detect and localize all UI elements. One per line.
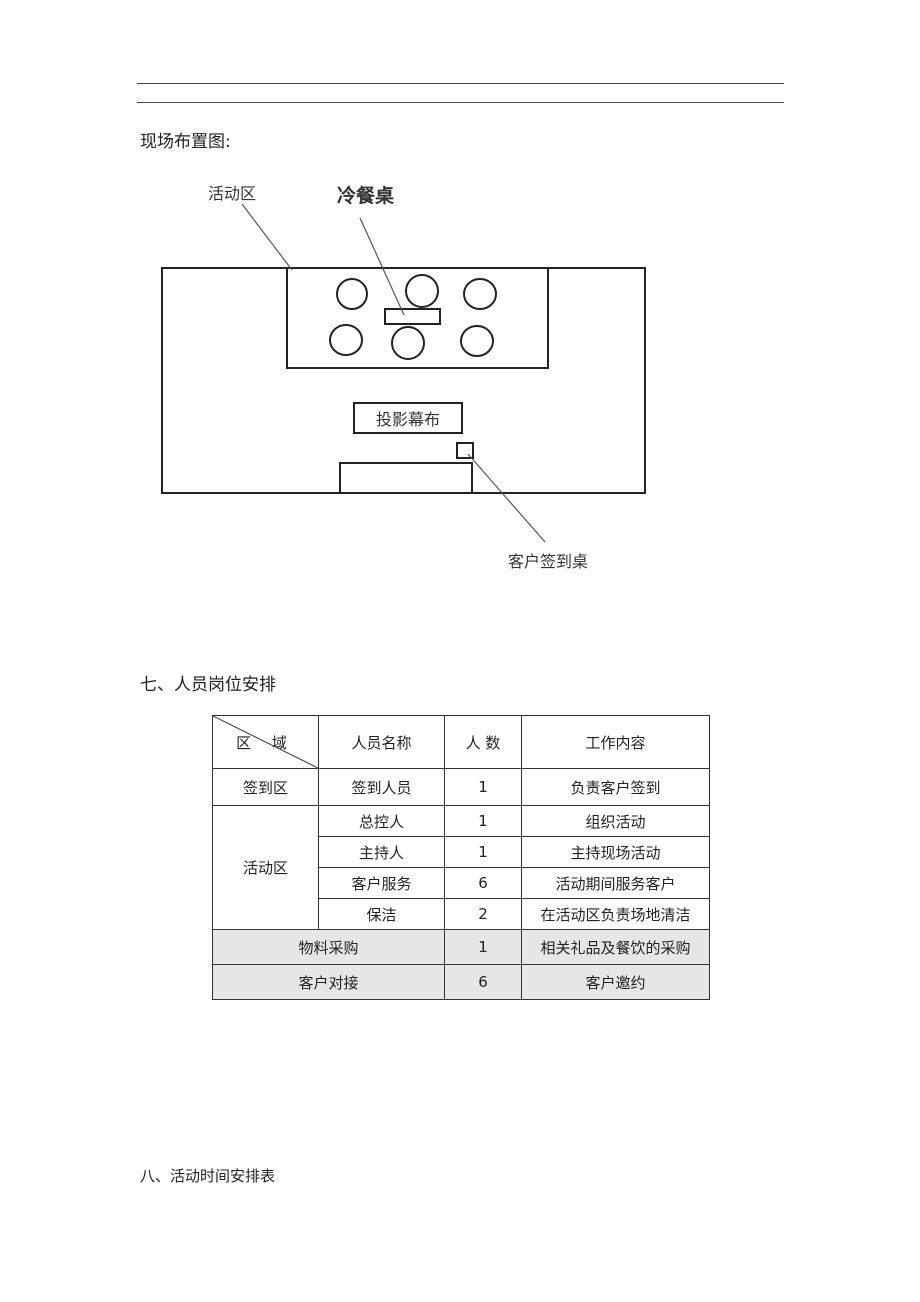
header-area-label: 区 域 xyxy=(236,733,295,752)
name-cell: 总控人 xyxy=(318,805,445,837)
work-cell: 在活动区负责场地清洁 xyxy=(521,898,710,930)
round-table xyxy=(405,274,439,308)
staff-heading: 七、人员岗位安排 xyxy=(140,675,276,695)
table-row: 物料采购 1 相关礼品及餐饮的采购 xyxy=(212,929,710,965)
count-cell: 6 xyxy=(444,867,522,899)
diagonal-line xyxy=(213,716,318,768)
work-cell: 主持现场活动 xyxy=(521,836,710,868)
table-row: 客户对接 6 客户邀约 xyxy=(212,964,710,1000)
area-cell: 签到区 xyxy=(212,768,319,806)
venue-outline xyxy=(161,267,646,494)
table-row: 客户服务 6 活动期间服务客户 xyxy=(213,867,710,899)
staff-table: 区 域 人员名称 人 数 工作内容 签到区 签到人员 1 负责客户签到 活动区 … xyxy=(212,715,710,1000)
round-table xyxy=(463,278,497,310)
count-cell: 1 xyxy=(444,768,522,806)
bottom-desk-box xyxy=(339,462,473,494)
count-cell: 6 xyxy=(444,964,522,1000)
work-cell: 组织活动 xyxy=(521,805,710,837)
count-cell: 1 xyxy=(444,805,522,837)
work-cell: 客户邀约 xyxy=(521,964,710,1000)
header-name: 人员名称 xyxy=(318,715,445,769)
table-row: 主持人 1 主持现场活动 xyxy=(213,836,710,868)
layout-heading: 现场布置图: xyxy=(140,132,231,152)
header-count: 人 数 xyxy=(444,715,522,769)
name-cell: 主持人 xyxy=(318,836,445,868)
round-table xyxy=(391,326,425,360)
leader-line-signin xyxy=(467,453,546,543)
screen-box xyxy=(353,402,463,434)
activity-area-box xyxy=(286,267,549,369)
cold-table-box xyxy=(384,308,441,325)
area-cell: 活动区 xyxy=(212,805,319,930)
count-cell: 2 xyxy=(444,898,522,930)
signin-desk-label: 客户签到桌 xyxy=(508,552,588,571)
round-table xyxy=(329,324,363,356)
work-cell: 相关礼品及餐饮的采购 xyxy=(521,929,710,965)
round-table xyxy=(336,278,368,310)
name-cell: 保洁 xyxy=(318,898,445,930)
table-row: 活动区 总控人 1 组织活动 xyxy=(212,805,710,930)
count-cell: 1 xyxy=(444,929,522,965)
leader-line-activity xyxy=(241,203,293,271)
header-work: 工作内容 xyxy=(521,715,710,769)
area-cell: 客户对接 xyxy=(212,964,445,1000)
cold-table-label: 冷餐桌 xyxy=(337,184,394,207)
venue-layout-diagram: 投影幕布 活动区 冷餐桌 客户签到桌 xyxy=(150,170,670,580)
table-row: 签到区 签到人员 1 负责客户签到 xyxy=(212,768,710,806)
name-cell: 客户服务 xyxy=(318,867,445,899)
work-cell: 负责客户签到 xyxy=(521,768,710,806)
count-cell: 1 xyxy=(444,836,522,868)
header-area-cell: 区 域 xyxy=(212,715,319,769)
schedule-heading: 八、活动时间安排表 xyxy=(140,1167,276,1185)
round-table xyxy=(460,325,494,357)
table-header-row: 区 域 人员名称 人 数 工作内容 xyxy=(212,715,710,769)
screen-label: 投影幕布 xyxy=(376,410,440,429)
leader-line-cold-table xyxy=(359,217,405,316)
area-cell: 物料采购 xyxy=(212,929,445,965)
header-rule-top xyxy=(137,83,784,84)
name-cell: 签到人员 xyxy=(318,768,445,806)
activity-area-label: 活动区 xyxy=(208,184,256,203)
signin-desk-box xyxy=(456,442,474,459)
header-rule-bottom xyxy=(137,102,784,103)
table-row: 保洁 2 在活动区负责场地清洁 xyxy=(213,898,710,930)
work-cell: 活动期间服务客户 xyxy=(521,867,710,899)
